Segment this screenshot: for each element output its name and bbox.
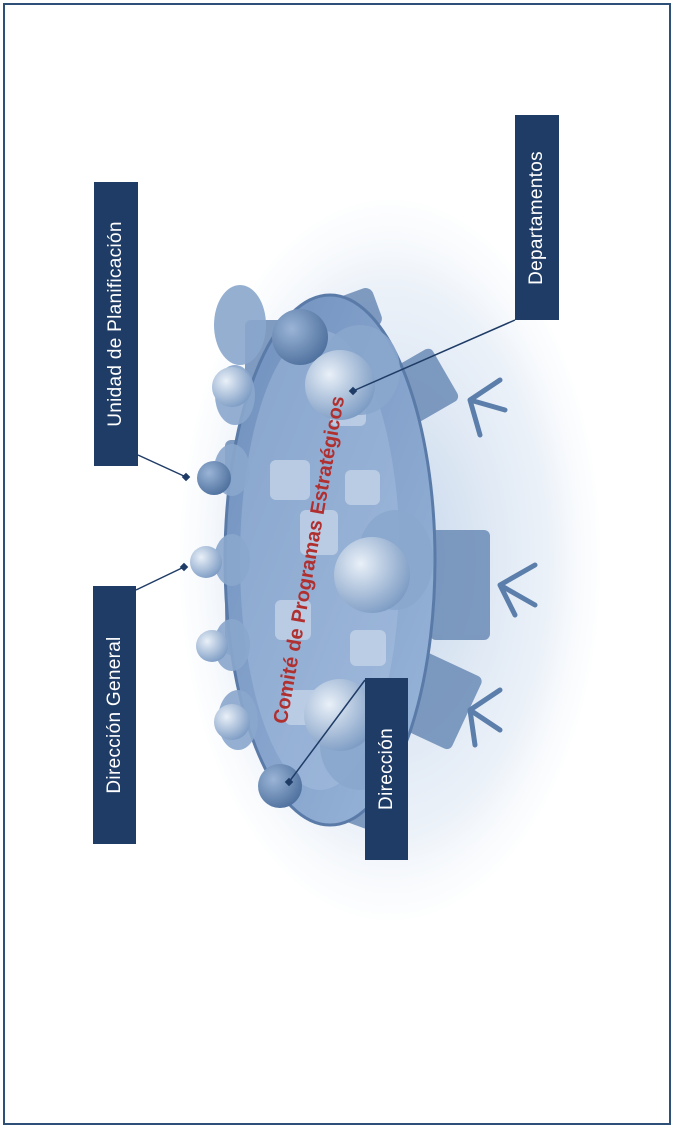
label-departamentos-text: Departamentos (526, 150, 547, 285)
label-unidad-planificacion: Unidad de Planificación (94, 182, 138, 466)
connector-direccion-general (135, 566, 185, 591)
label-direccion: Dirección (365, 678, 408, 860)
label-departamentos: Departamentos (515, 115, 559, 320)
chair-bases (467, 377, 538, 748)
label-direccion-general-text: Dirección General (103, 636, 125, 794)
connector-lines (135, 319, 516, 783)
page-frame (3, 3, 671, 1125)
connector-unidad (137, 454, 187, 478)
connector-direccion (288, 679, 366, 783)
label-direccion-text: Dirección (375, 728, 397, 810)
figure-heads (190, 309, 410, 808)
label-unidad-planificacion-text: Unidad de Planificación (105, 221, 126, 427)
connector-departamentos (352, 319, 516, 392)
label-direccion-general: Dirección General (93, 586, 136, 844)
table-top-highlight (240, 330, 400, 790)
